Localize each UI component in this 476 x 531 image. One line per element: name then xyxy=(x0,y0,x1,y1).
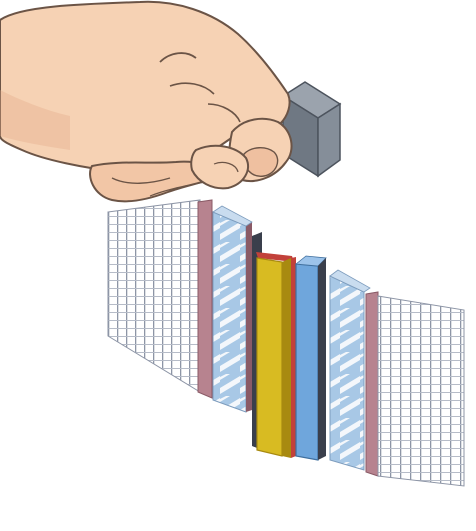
mesh-layer-right xyxy=(378,296,464,486)
pink-layer-left xyxy=(198,200,212,398)
cube-icon xyxy=(283,82,340,176)
mesh-layer-left xyxy=(108,200,200,392)
core-layers xyxy=(252,232,326,460)
striped-panel-left xyxy=(213,206,252,412)
pink-layer-right xyxy=(366,292,378,476)
hand-icon xyxy=(0,2,292,202)
striped-panel-right xyxy=(330,270,370,470)
